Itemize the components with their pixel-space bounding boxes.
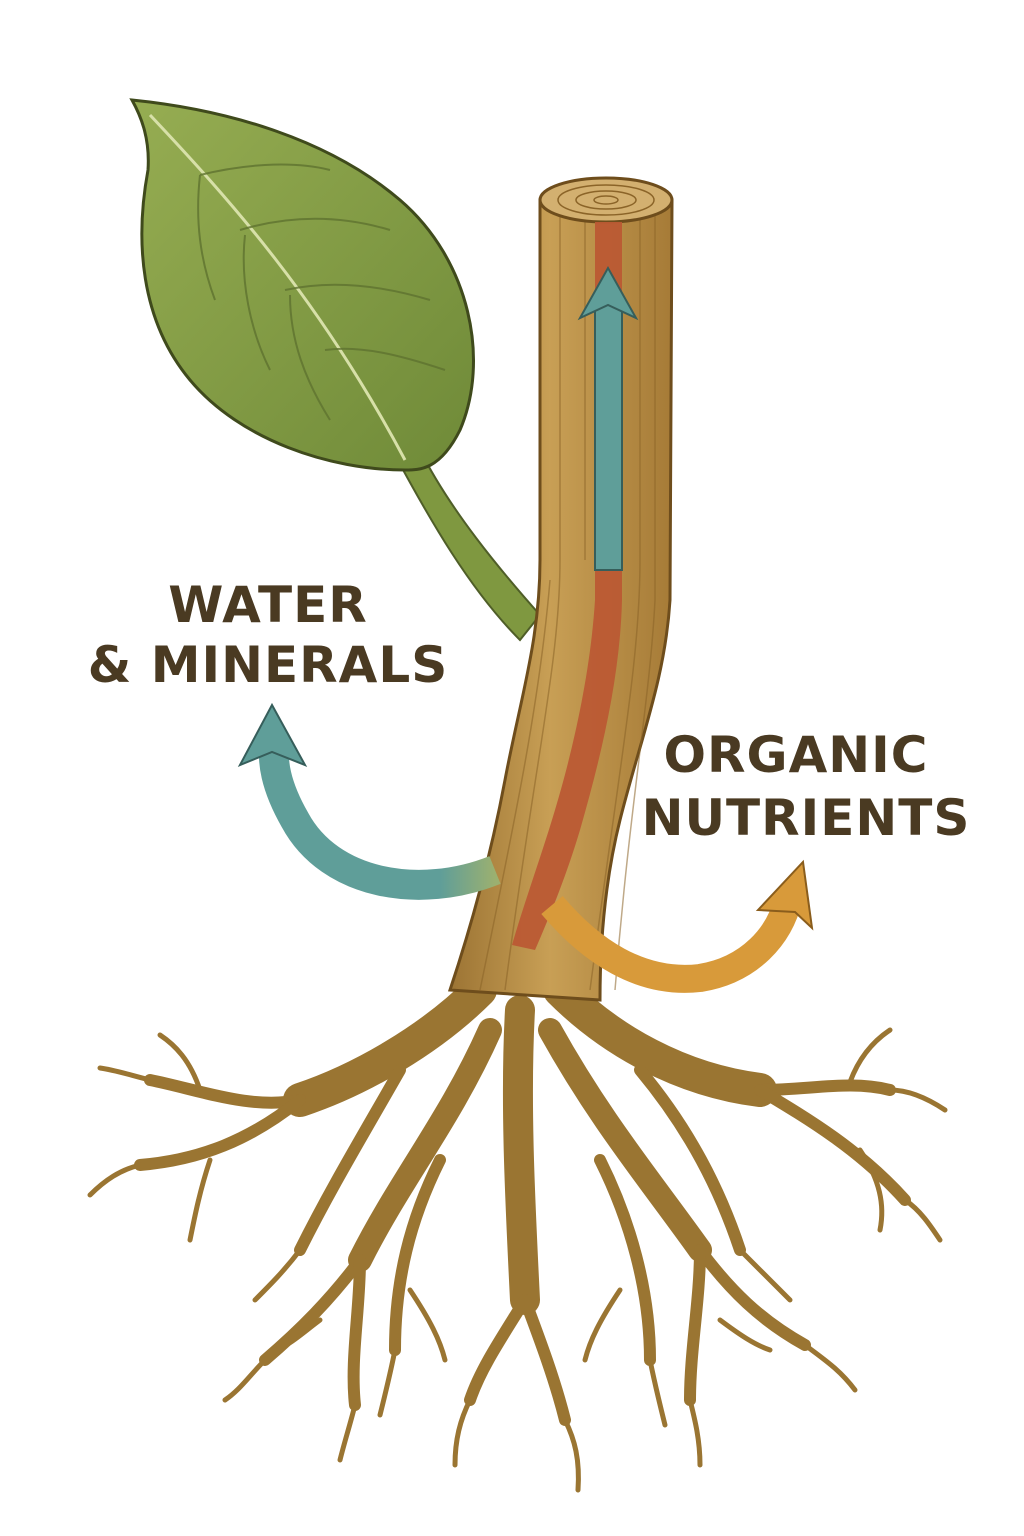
root-mid-right xyxy=(538,1018,712,1262)
stem-grain xyxy=(479,210,656,991)
organic-nutrients-label-line2: NUTRIENTS xyxy=(642,789,971,847)
phloem-strip xyxy=(512,222,622,950)
leaf-blade xyxy=(129,98,475,472)
xylem-up-arrow xyxy=(577,265,639,571)
leaf-veins xyxy=(197,163,446,421)
water-minerals-label-line2: & MINERALS xyxy=(88,636,448,694)
root-main-center xyxy=(502,995,540,1315)
root-system xyxy=(87,973,948,1493)
leaf-midrib xyxy=(148,113,407,461)
root-main-left xyxy=(283,973,497,1117)
water-minerals-label-line1: WATER xyxy=(168,576,367,634)
leaf-petiole xyxy=(393,448,542,642)
organic-nutrients-arrow xyxy=(541,859,814,993)
leaf xyxy=(129,98,475,472)
water-minerals-arrow xyxy=(237,702,501,900)
stem-rings xyxy=(557,184,655,216)
organic-nutrients-label-line1: ORGANIC xyxy=(664,726,929,784)
root-mid-left xyxy=(348,1018,502,1272)
root-main-right xyxy=(543,973,777,1107)
